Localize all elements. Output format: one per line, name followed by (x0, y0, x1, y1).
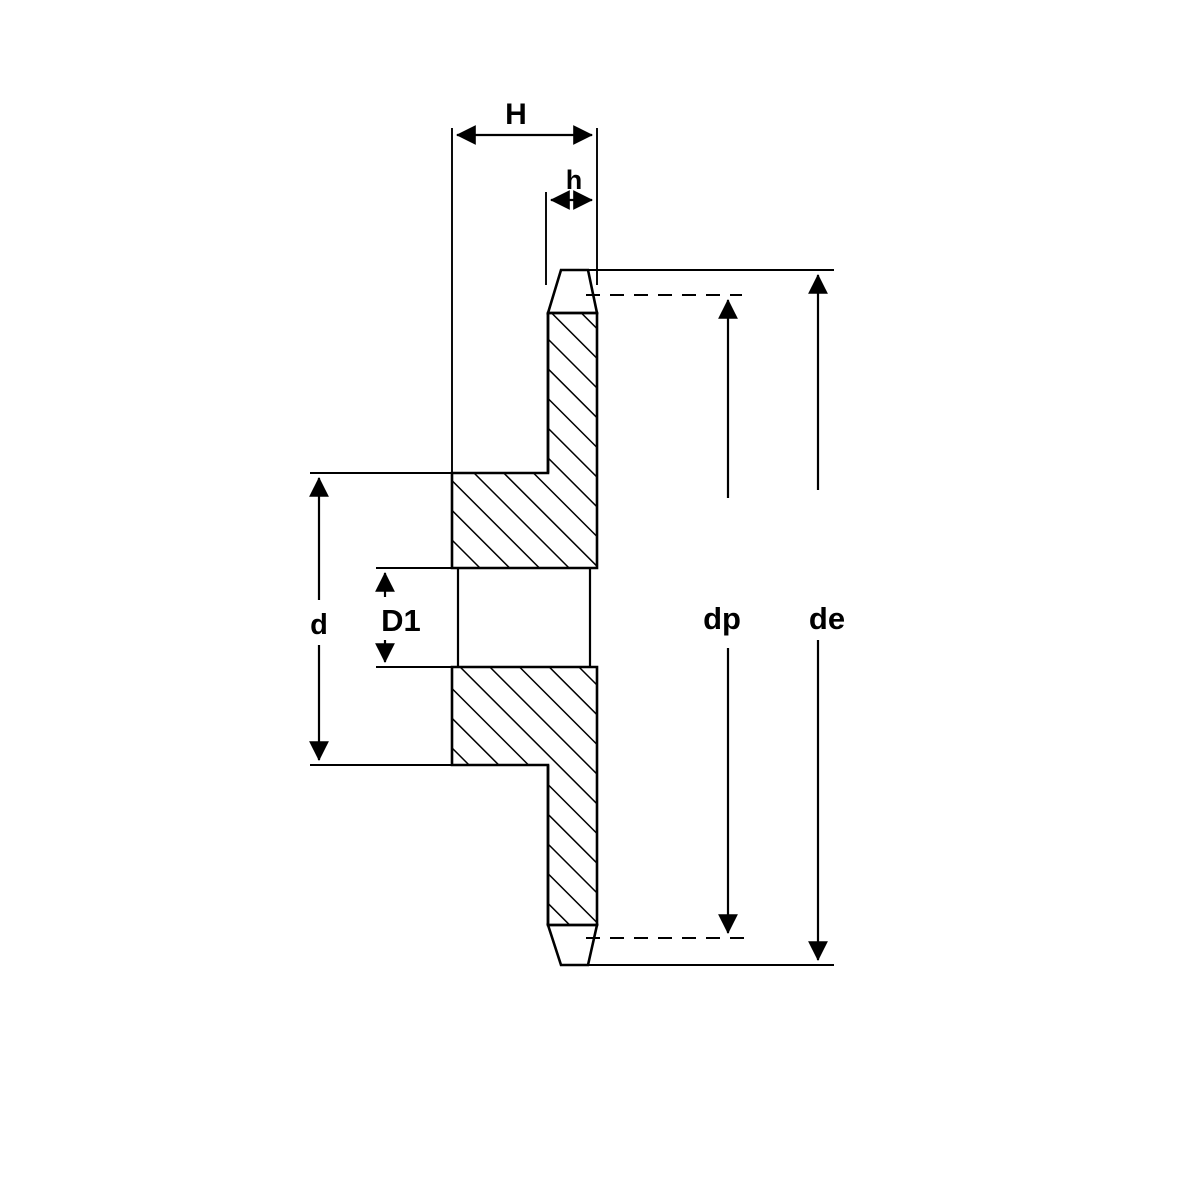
dimension-d: d (309, 472, 455, 766)
dimension-label-D1: D1 (381, 603, 421, 638)
part-cross-section (450, 268, 599, 967)
tooth-tip-lower-outline (546, 923, 599, 967)
dimension-D1: D1 (375, 567, 460, 668)
tooth-tip-upper-outline (546, 268, 599, 315)
section-body-upper-hatch (452, 313, 597, 568)
dimension-label-H: H (505, 98, 527, 131)
dimension-h: h (545, 165, 593, 285)
dimension-label-d: d (310, 609, 328, 641)
dimension-H: H (451, 98, 598, 480)
section-body-lower-hatch (452, 667, 597, 925)
dimension-label-dp: dp (703, 601, 741, 636)
tooth-tip-upper (546, 268, 599, 315)
bore-walls (456, 568, 592, 667)
dimension-de: de (560, 269, 845, 966)
dimension-label-de: de (809, 601, 845, 636)
dimension-dp: dp (586, 294, 750, 939)
dimension-label-h: h (566, 165, 583, 195)
section-body-lower (450, 665, 599, 927)
tooth-tip-lower (546, 923, 599, 967)
section-body-upper (450, 311, 599, 570)
